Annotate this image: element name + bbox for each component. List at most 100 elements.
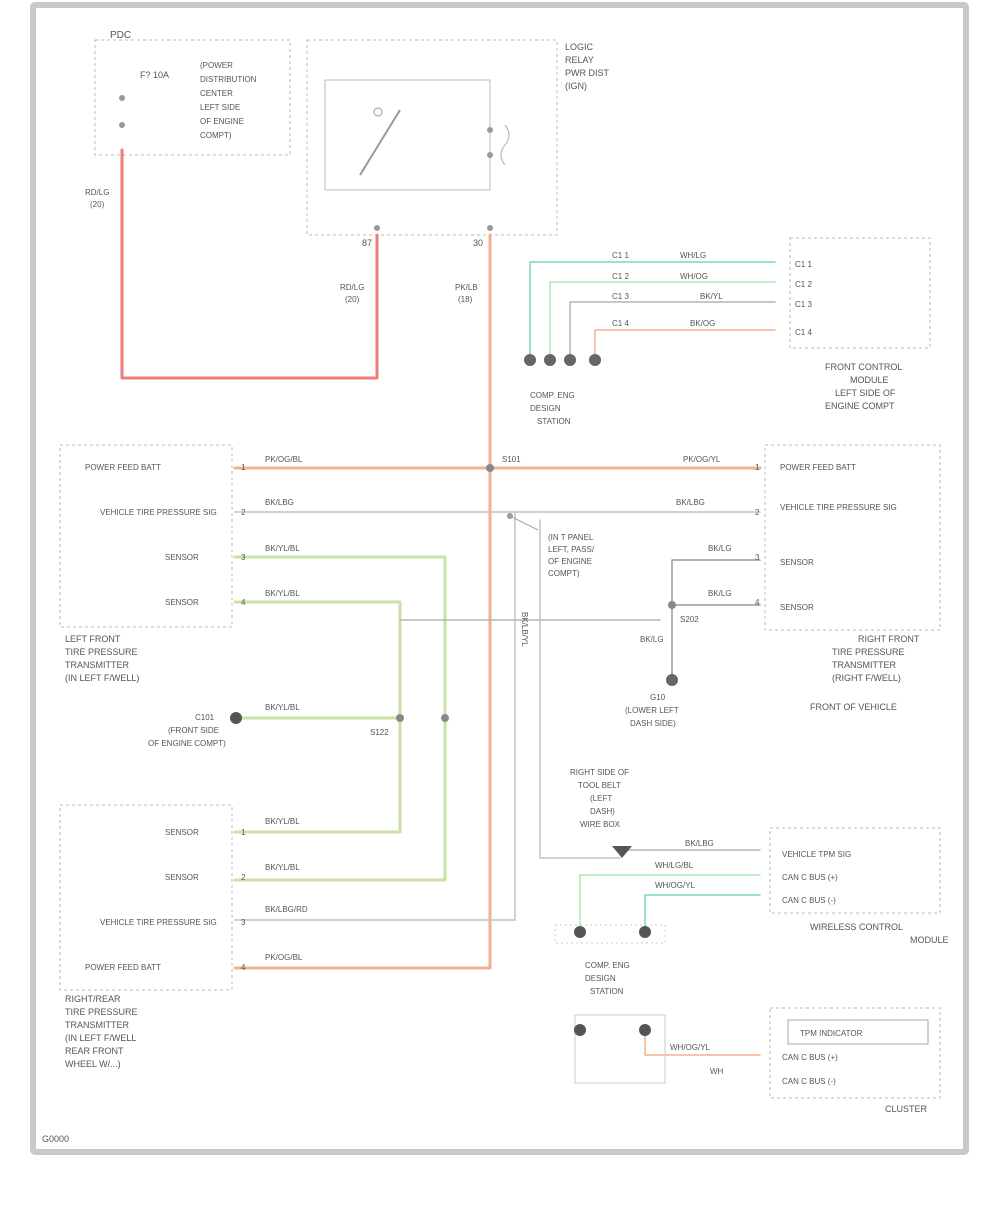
cluster-pin-0: CAN C BUS (+) [782, 1053, 838, 1062]
rr-wire-3: PK/OG/BL [265, 953, 303, 962]
c101-icon [230, 712, 242, 724]
c101-label-2: OF ENGINE COMPT) [148, 739, 226, 748]
diag-label-2: OF ENGINE [548, 557, 592, 566]
fuse-terminal-bottom [119, 122, 125, 128]
rf-wire-3: BK/LG [708, 589, 732, 598]
lf-pin-1: VEHICLE TIRE PRESSURE SIG [100, 508, 217, 517]
rr-label-1: TIRE PRESSURE [65, 1007, 138, 1017]
lf-pin-2: SENSOR [165, 553, 199, 562]
rf-pin-num-3: 4 [755, 598, 760, 607]
fuse-desc: (POWER DISTRIBUTION CENTER LEFT SIDE OF … [200, 61, 257, 140]
wire-rf-sensor-1 [671, 559, 761, 603]
cluster-top-pin: TPM INDICATOR [800, 1029, 863, 1038]
wire-wcm-teal [644, 894, 761, 931]
trip-label-2: (LEFT [590, 794, 612, 803]
rr-pin-num-1: 2 [241, 873, 246, 882]
splice-s122-label: S122 [370, 728, 389, 737]
wcm-wire-2: WH/OG/YL [655, 881, 696, 890]
lf-wire-3: BK/YL/BL [265, 589, 300, 598]
fuse-box: PDC F? 10A (POWER DISTRIBUTION CENTER LE… [85, 30, 291, 209]
trip-label-1: TOOL BELT [578, 781, 621, 790]
footer-code: G0000 [42, 1134, 69, 1144]
rf-pin-num-0: 1 [755, 463, 760, 472]
rr-pin-num-0: 1 [241, 828, 246, 837]
rr-label-2: TRANSMITTER [65, 1020, 129, 1030]
wcm-wire-0: BK/LBG [685, 839, 714, 848]
splice-s122b [441, 714, 449, 722]
relay-switch-arm [359, 109, 401, 176]
wireless-control-module: VEHICLE TPM SIG CAN C BUS (+) CAN C BUS … [655, 827, 949, 945]
rf-pin-0: POWER FEED BATT [780, 463, 856, 472]
wire-lightgreen-fcm [549, 281, 776, 359]
left-front-tire-pressure-transmitter: POWER FEED BATT VEHICLE TIRE PRESSURE SI… [59, 444, 303, 683]
rf-label-3: (RIGHT F/WELL) [832, 673, 901, 683]
fcm-wire-2: BK/YL [700, 292, 723, 301]
relay-wire-left-color: RD/LG [340, 283, 364, 292]
trip-label-3: DASH) [590, 807, 615, 816]
relay-wire-right-gauge: (18) [458, 295, 473, 304]
rr-pin-2: VEHICLE TIRE PRESSURE SIG [100, 918, 217, 927]
lf-pin-num-3: 4 [241, 598, 246, 607]
wcm-label-0: WIRELESS CONTROL [810, 922, 903, 932]
cluster-wire-0: WH/OG/YL [670, 1043, 711, 1052]
diagram-border [30, 2, 969, 1155]
cluster-label: CLUSTER [885, 1104, 928, 1114]
fcm-pin-3: C1 4 [795, 328, 812, 337]
lf-pin-0: POWER FEED BATT [85, 463, 161, 472]
ground-label-1: (LOWER LEFT [625, 706, 679, 715]
rr-wire-2: BK/LBG/RD [265, 905, 308, 914]
center-vert-wire-label: BK/LB/YL [520, 612, 529, 647]
rr-pin-num-2: 3 [241, 918, 246, 927]
splice-s122 [396, 714, 404, 722]
ground-label-2: DASH SIDE) [630, 719, 676, 728]
diag-label-3: COMPT) [548, 569, 580, 578]
splice-rf [668, 601, 676, 609]
fuse-box-label: PDC [110, 30, 131, 41]
lf-pin-3: SENSOR [165, 598, 199, 607]
lf-wire-0: PK/OG/BL [265, 455, 303, 464]
wire-orange-fcm-4 [594, 329, 776, 359]
relay-wire-left-gauge: (20) [345, 295, 360, 304]
wires [120, 148, 776, 1056]
fcm-conn-0: C1 1 [612, 251, 629, 260]
trip-module-connector: RIGHT SIDE OF TOOL BELT (LEFT DASH) WIRE… [570, 768, 632, 858]
fcm-wire-0: WH/LG [680, 251, 706, 260]
relay-pin-87-marker [374, 225, 380, 231]
rf-label-4: FRONT OF VEHICLE [810, 702, 897, 712]
rf-wire-2: BK/LG [708, 544, 732, 553]
diag-label-0: (IN T PANEL [548, 533, 594, 542]
lf-pin-num-1: 2 [241, 508, 246, 517]
lf-pin-num-2: 3 [241, 553, 246, 562]
junction-block-upper: COMP. ENG DESIGN STATION [524, 354, 601, 426]
wire-orange-main [233, 233, 492, 970]
fcm-wire-3: BK/OG [690, 319, 715, 328]
fuse-desc-2: CENTER [200, 89, 233, 98]
rf-pin-num-1: 2 [755, 508, 760, 517]
fuse-wire-gauge: (20) [90, 200, 105, 209]
fuse-desc-5: COMPT) [200, 131, 232, 140]
jb-lower-label-0: COMP. ENG [585, 961, 630, 970]
rr-label-3: (IN LEFT F/WELL [65, 1033, 136, 1043]
fcm-label-2: LEFT SIDE OF [835, 388, 896, 398]
lf-label-0: LEFT FRONT [65, 634, 121, 644]
fuse-desc-1: DISTRIBUTION [200, 75, 257, 84]
ground-label-0: G10 [650, 693, 666, 702]
fuse-id: F? 10A [140, 70, 169, 80]
fcm-pin-2: C1 3 [795, 300, 812, 309]
wire-grey-rr-sig [234, 511, 516, 921]
wcm-pin-1: CAN C BUS (+) [782, 873, 838, 882]
diag-connector: (IN T PANEL LEFT, PASS/ OF ENGINE COMPT)… [507, 513, 595, 647]
wcm-pin-0: VEHICLE TPM SIG [782, 850, 851, 859]
rear-tire-pressure-transmitter: SENSOR SENSOR VEHICLE TIRE PRESSURE SIG … [59, 804, 308, 1069]
cluster-pin-1: CAN C BUS (-) [782, 1077, 836, 1086]
c101-label-0: C101 [195, 713, 215, 722]
relay-contact [373, 107, 383, 117]
front-control-module: C1 1 C1 2 C1 3 C1 4 WH/LG WH/OG BK/YL BK… [612, 237, 931, 411]
relay-title-0: LOGIC [565, 42, 594, 52]
rr-pin-num-3: 4 [241, 963, 246, 972]
wcm-wire-1: WH/LG/BL [655, 861, 694, 870]
rr-label-5: WHEEL W/...) [65, 1059, 121, 1069]
rr-label-0: RIGHT/REAR [65, 994, 121, 1004]
splice-s101 [486, 464, 494, 472]
